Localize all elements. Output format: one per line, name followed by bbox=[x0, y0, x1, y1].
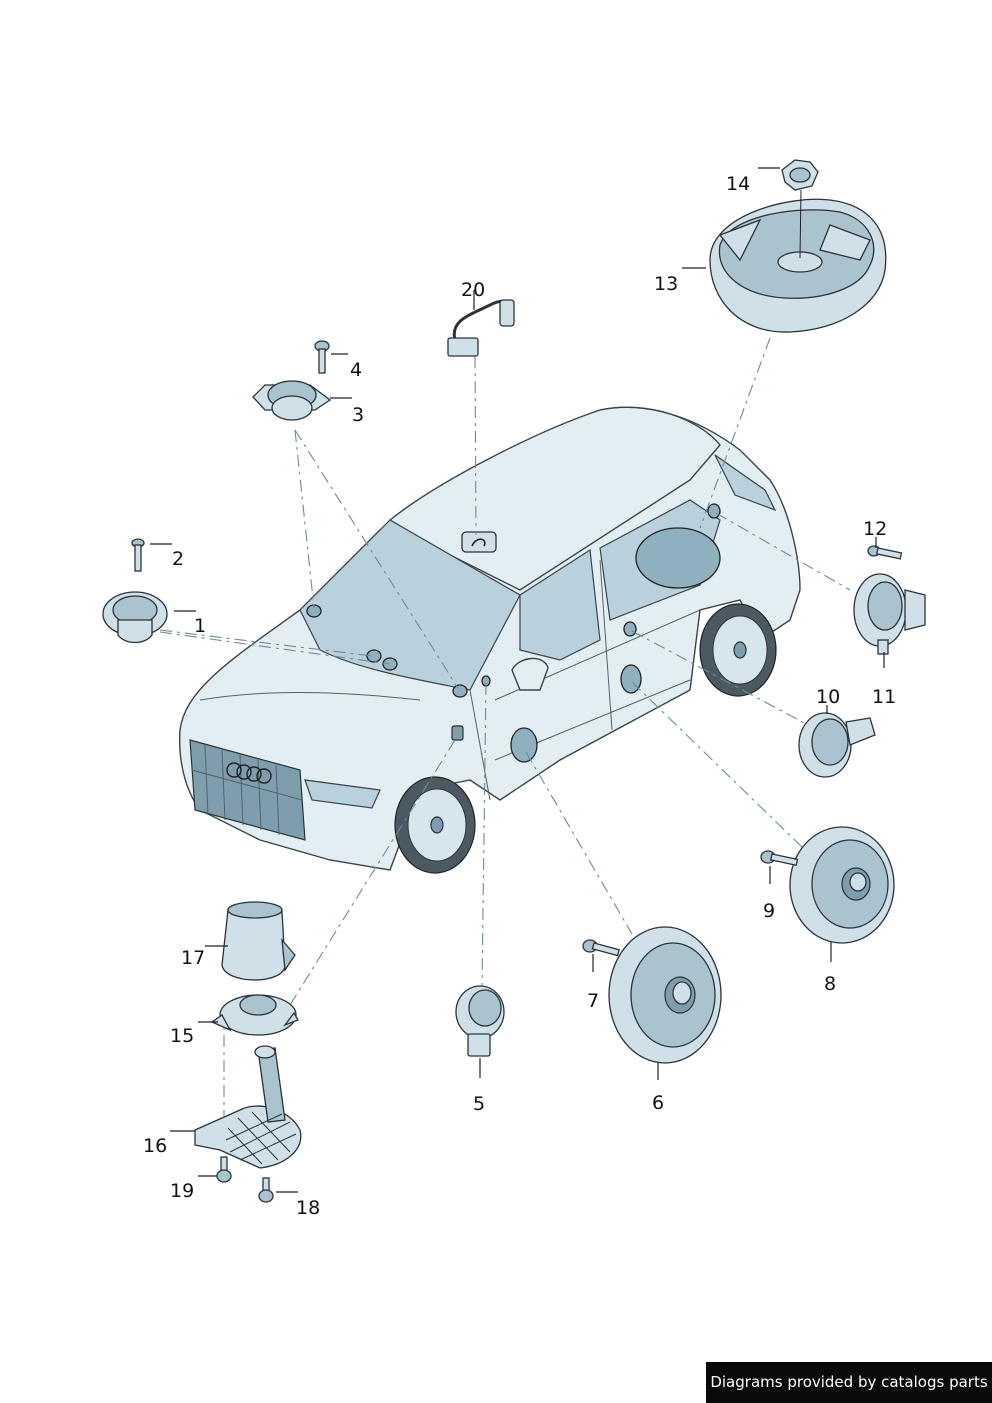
label-17: 17 bbox=[181, 947, 205, 969]
car-rear-quarter-window bbox=[714, 454, 777, 512]
label-11: 11 bbox=[872, 686, 896, 708]
label-6: 6 bbox=[652, 1092, 664, 1114]
label-10: 10 bbox=[816, 686, 840, 708]
part-19-screw[interactable] bbox=[216, 1156, 232, 1183]
credit-banner: Diagrams provided by catalogs parts bbox=[706, 1362, 992, 1403]
car-side-window-front bbox=[519, 548, 601, 661]
car-rear-speaker-opening bbox=[635, 527, 721, 589]
part-17-cover[interactable] bbox=[221, 901, 296, 981]
label-1: 1 bbox=[194, 615, 206, 637]
part-12-screw[interactable] bbox=[867, 545, 903, 560]
part-9-screw[interactable] bbox=[760, 850, 799, 867]
part-18-screw[interactable] bbox=[258, 1177, 274, 1203]
car-roof-sensor bbox=[461, 531, 497, 553]
label-18: 18 bbox=[296, 1197, 320, 1219]
car-windshield bbox=[299, 519, 521, 691]
label-20: 20 bbox=[461, 279, 485, 301]
part-1-speaker[interactable] bbox=[102, 591, 168, 644]
part-2-screw[interactable] bbox=[131, 538, 145, 572]
part-16-bracket[interactable] bbox=[194, 1045, 302, 1169]
part-7-screw[interactable] bbox=[582, 939, 620, 957]
label-16: 16 bbox=[143, 1135, 167, 1157]
label-8: 8 bbox=[824, 973, 836, 995]
label-3: 3 bbox=[352, 404, 364, 426]
label-15: 15 bbox=[170, 1025, 194, 1047]
label-19: 19 bbox=[170, 1180, 194, 1202]
part-8-speaker[interactable] bbox=[789, 826, 895, 944]
car-speaker-mount-holes bbox=[306, 503, 721, 763]
label-13: 13 bbox=[654, 273, 678, 295]
label-5: 5 bbox=[473, 1093, 485, 1115]
label-4: 4 bbox=[350, 359, 362, 381]
part-5-speaker[interactable] bbox=[455, 985, 505, 1057]
part-3-speaker[interactable] bbox=[252, 380, 332, 421]
label-9: 9 bbox=[763, 900, 775, 922]
part-6-speaker[interactable] bbox=[608, 926, 722, 1064]
part-13-subwoofer[interactable] bbox=[709, 198, 887, 333]
part-14-nut[interactable] bbox=[781, 159, 819, 259]
car-headlight bbox=[304, 779, 381, 809]
assignment-lines bbox=[159, 337, 851, 1120]
part-15-speaker[interactable] bbox=[210, 994, 299, 1036]
label-2: 2 bbox=[172, 548, 184, 570]
label-14: 14 bbox=[726, 173, 750, 195]
car-wheel-rear bbox=[699, 603, 777, 697]
vehicle-illustration bbox=[178, 406, 801, 874]
part-11-speaker[interactable] bbox=[853, 573, 926, 655]
part-4-screw[interactable] bbox=[314, 340, 330, 374]
label-12: 12 bbox=[863, 518, 887, 540]
part-20-harness[interactable] bbox=[447, 299, 515, 357]
car-side-mirror bbox=[511, 657, 549, 691]
car-wheel-front bbox=[394, 776, 476, 874]
leader-lines bbox=[150, 167, 885, 1193]
part-10-speaker[interactable] bbox=[798, 712, 876, 778]
label-7: 7 bbox=[587, 990, 599, 1012]
car-logo-rings bbox=[226, 762, 272, 784]
